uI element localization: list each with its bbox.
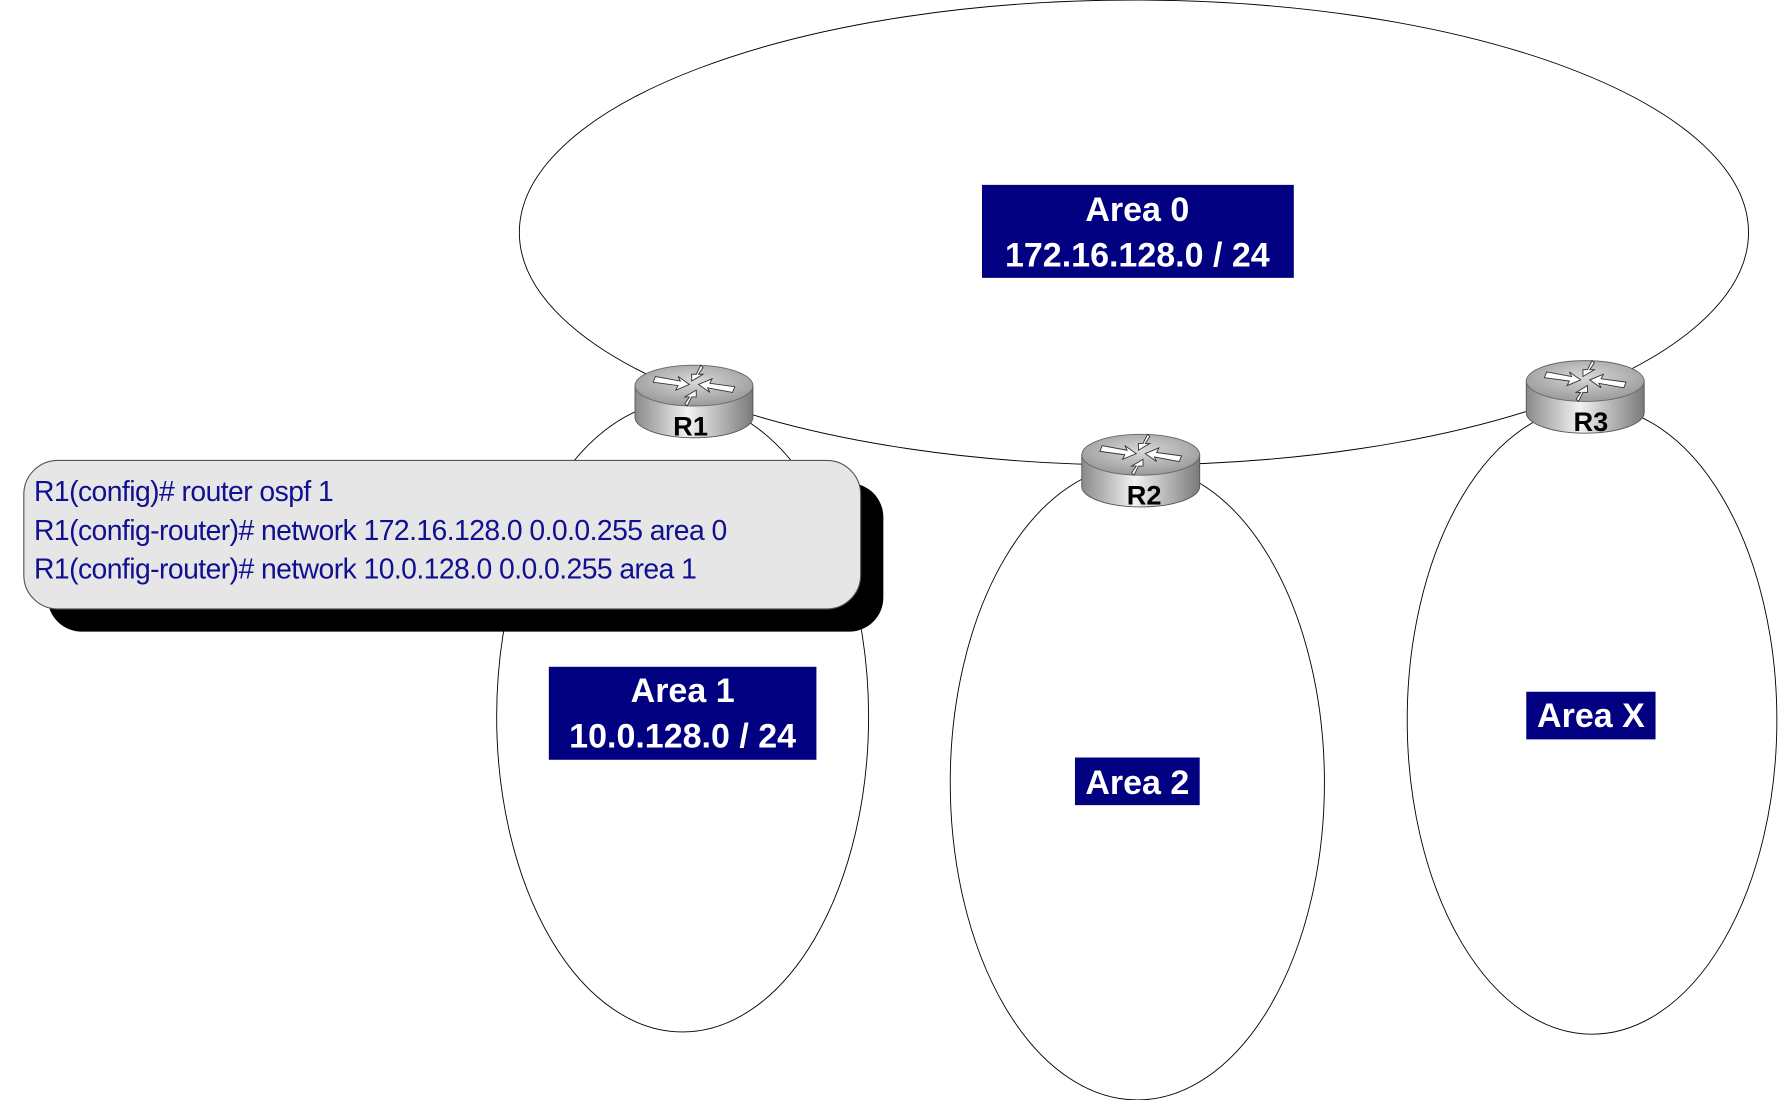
router-r2-label: R2 [1127, 480, 1162, 511]
area-0-subnet: 172.16.128.0 / 24 [1005, 237, 1270, 275]
area-1-label: Area 1 10.0.128.0 / 24 [548, 666, 817, 760]
area-0-label: Area 0 172.16.128.0 / 24 [981, 184, 1294, 278]
callout-line-2: R1(config-router)# network 172.16.128.0 … [34, 515, 727, 547]
area-1-name: Area 1 [631, 672, 735, 710]
config-callout: R1(config)# router ospf 1 R1(config-rout… [23, 459, 884, 632]
area-0-name: Area 0 [1085, 191, 1189, 229]
area-2-name: Area 2 [1085, 764, 1189, 802]
area-x-name: Area X [1537, 697, 1645, 735]
callout-line-1: R1(config)# router ospf 1 [34, 476, 333, 508]
area-x-label: Area X [1526, 691, 1656, 740]
router-r1[interactable]: R1 [634, 364, 754, 441]
router-r2[interactable]: R2 [1081, 433, 1201, 511]
area-2-label: Area 2 [1074, 757, 1200, 806]
router-r3-label: R3 [1574, 406, 1609, 437]
router-r1-label: R1 [673, 410, 708, 441]
callout-line-3: R1(config-router)# network 10.0.128.0 0.… [34, 553, 696, 585]
area-1-subnet: 10.0.128.0 / 24 [569, 717, 796, 755]
router-r3[interactable]: R3 [1525, 360, 1645, 437]
